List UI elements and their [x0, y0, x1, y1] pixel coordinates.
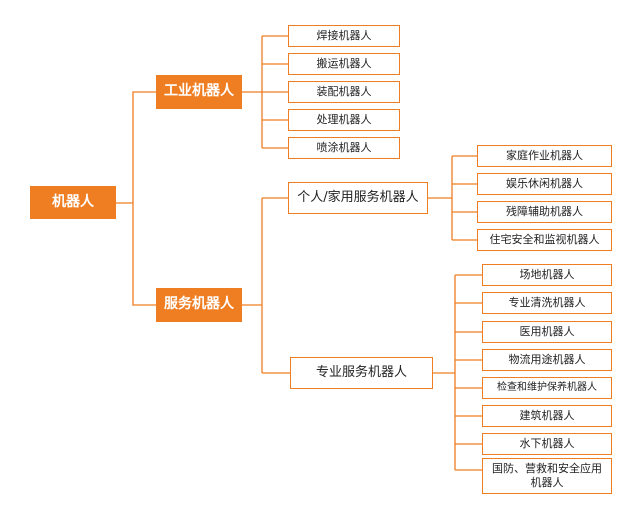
industrial-item: 处理机器人	[288, 109, 400, 131]
professional-service-node: 专业服务机器人	[290, 357, 433, 389]
personal-item-label: 住宅安全和监视机器人	[489, 233, 600, 247]
professional-item: 检查和维护保养机器人	[482, 377, 612, 399]
professional-item: 水下机器人	[482, 433, 612, 455]
connector-service-to-level2	[242, 197, 290, 374]
professional-item-label: 国防、营救和安全应用机器人	[492, 462, 602, 489]
personal-item: 家庭作业机器人	[477, 145, 612, 167]
industrial-item: 搬运机器人	[288, 53, 400, 75]
professional-item-label: 物流用途机器人	[508, 353, 586, 367]
root-label: 机器人	[52, 193, 94, 210]
professional-item-label: 检查和维护保养机器人	[497, 381, 597, 393]
industrial-item: 焊接机器人	[288, 25, 400, 47]
professional-item-label: 医用机器人	[519, 325, 575, 339]
professional-item: 场地机器人	[482, 264, 612, 286]
industrial-item-label: 喷涂机器人	[316, 141, 372, 155]
personal-item: 住宅安全和监视机器人	[477, 229, 612, 251]
connector-professional-to-items	[433, 274, 482, 471]
industrial-item-label: 焊接机器人	[316, 29, 372, 43]
personal-item-label: 娱乐休闲机器人	[506, 177, 583, 191]
industrial-robot-node: 工业机器人	[156, 75, 242, 109]
industrial-label: 工业机器人	[164, 83, 234, 100]
personal-item: 残障辅助机器人	[477, 201, 612, 223]
professional-item: 专业清洗机器人	[482, 292, 612, 314]
personal-item-label: 家庭作业机器人	[506, 149, 583, 163]
professional-item: 医用机器人	[482, 321, 612, 343]
personal-service-label: 个人/家用服务机器人	[297, 189, 419, 205]
professional-item-label: 场地机器人	[519, 268, 575, 282]
connector-personal-to-items	[428, 155, 477, 241]
professional-item-label: 建筑机器人	[519, 409, 575, 423]
root-node: 机器人	[30, 186, 116, 219]
connector-industrial-to-items	[242, 35, 288, 149]
personal-service-node: 个人/家用服务机器人	[288, 182, 428, 214]
industrial-item: 喷涂机器人	[288, 137, 400, 159]
industrial-item-label: 处理机器人	[316, 113, 372, 127]
professional-item: 物流用途机器人	[482, 349, 612, 371]
professional-service-label: 专业服务机器人	[315, 364, 407, 380]
industrial-item: 装配机器人	[288, 81, 400, 103]
professional-item-label: 水下机器人	[519, 437, 575, 451]
professional-item-label: 专业清洗机器人	[508, 296, 586, 310]
service-label: 服务机器人	[164, 296, 234, 313]
professional-item: 国防、营救和安全应用机器人	[482, 458, 612, 494]
personal-item-label: 残障辅助机器人	[506, 205, 583, 219]
service-robot-node: 服务机器人	[156, 288, 242, 322]
connector-root-to-level1	[116, 91, 156, 306]
professional-item: 建筑机器人	[482, 405, 612, 427]
industrial-item-label: 装配机器人	[316, 85, 372, 99]
industrial-item-label: 搬运机器人	[316, 57, 372, 71]
personal-item: 娱乐休闲机器人	[477, 173, 612, 195]
